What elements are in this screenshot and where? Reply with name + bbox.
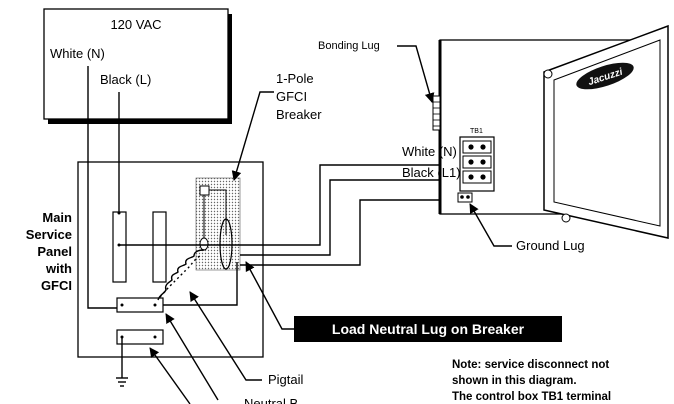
svg-text:with: with: [45, 261, 72, 276]
screw-icon: [561, 213, 571, 223]
svg-text:Main: Main: [42, 210, 72, 225]
breaker-label-arrow: [231, 91, 274, 181]
tb1-black-label: Black (L1): [402, 165, 461, 180]
tb1-white-label: White (N): [402, 144, 457, 159]
pigtail-coil: [157, 249, 205, 301]
load-neutral-callout: Load Neutral Lug on Breaker: [294, 316, 562, 342]
tb1-terminal-block: [459, 136, 495, 192]
pigtail-label: Pigtail: [268, 372, 304, 387]
svg-text:Panel: Panel: [37, 244, 72, 259]
hot-bus-bar: [112, 211, 127, 283]
tb1-label: TB1: [470, 128, 483, 135]
bonding-lug-arrow: [397, 45, 435, 103]
svg-text:Note: service disconnect not: Note: service disconnect not: [452, 359, 609, 371]
field-white-wire: [240, 164, 440, 246]
neutral-bar-label: Neutral B: [244, 396, 298, 404]
ground-bar: [116, 329, 164, 345]
svg-text:1-Pole: 1-Pole: [276, 71, 314, 86]
earth-ground-icon: [116, 337, 128, 387]
bonding-lug-label: Bonding Lug: [318, 40, 380, 52]
svg-text:The control box TB1 terminal: The control box TB1 terminal: [452, 391, 611, 403]
source-white-label: White (N): [50, 46, 105, 61]
jacuzzi-logo: Jacuzzi: [576, 62, 634, 90]
load-neutral-label: Load Neutral Lug on Breaker: [332, 321, 525, 337]
field-black-wire: [240, 179, 440, 256]
field-ground-wire: [240, 199, 440, 266]
neutral-bar-to-breaker: [163, 262, 238, 306]
source-voltage-label: 120 VAC: [110, 17, 161, 32]
pigtail-arrow: [189, 291, 262, 381]
breaker-sensor-coil: [219, 218, 233, 270]
source-black-label: Black (L): [100, 72, 151, 87]
svg-text:GFCI: GFCI: [276, 89, 307, 104]
main-service-panel: [77, 161, 264, 358]
panel-label: Main Service Panel with GFCI: [26, 210, 72, 293]
ground-lug-label: Ground Lug: [516, 238, 585, 253]
service-note: Note: service disconnect not shown in th…: [452, 359, 611, 403]
breaker-internal-wire: [203, 189, 227, 240]
screw-icon: [543, 69, 553, 79]
svg-text:Breaker: Breaker: [276, 107, 322, 122]
source-neutral-to-bar: [87, 300, 117, 309]
ground-lug-arrow: [469, 203, 512, 247]
breaker-terminal-loop: [199, 237, 209, 251]
ground-lug: [457, 192, 473, 203]
breaker-neutral-terminal: [199, 185, 210, 196]
second-bus-bar: [152, 211, 167, 283]
breaker-label: 1-Pole GFCI Breaker: [276, 71, 322, 122]
bonding-lug: [432, 95, 441, 131]
svg-text:Service: Service: [26, 227, 72, 242]
load-neutral-arrow: [245, 261, 294, 330]
svg-text:shown in this diagram.: shown in this diagram.: [452, 375, 577, 387]
control-box-cover: [543, 24, 669, 239]
power-source-box: 120 VAC White (N) Black (L): [43, 8, 232, 124]
neutral-bar-arrow: [165, 313, 219, 401]
svg-text:GFCI: GFCI: [41, 278, 72, 293]
ground-bar-arrow: [149, 347, 191, 404]
